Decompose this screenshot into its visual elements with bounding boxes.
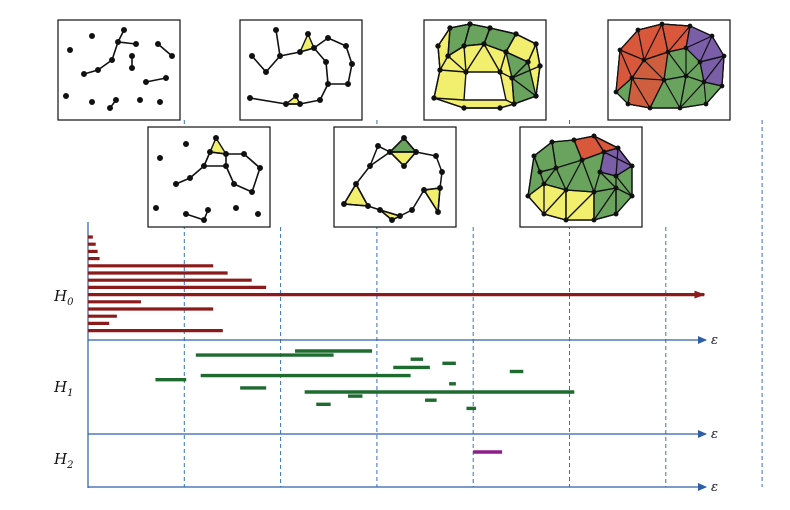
complex-with-loop-icon — [431, 21, 543, 111]
h1-label: H1 — [53, 378, 73, 399]
filtration-guide-lines — [183, 120, 763, 487]
graph-icon — [247, 26, 355, 108]
h0-axis-epsilon-label: ε — [711, 333, 718, 348]
snapshot-step-3 — [239, 19, 363, 121]
homology-labels: H0 H1 H2 — [53, 287, 74, 471]
snapshot-step-6 — [519, 126, 643, 228]
h1-axis-epsilon-label: ε — [711, 427, 718, 442]
h2-label: H2 — [53, 450, 73, 471]
barcode-axes: ε ε ε — [87, 222, 718, 495]
graph-with-triangles-icon — [341, 135, 445, 223]
snapshot-step-4 — [333, 126, 457, 228]
snapshot-step-7 — [607, 19, 731, 121]
sparse-graph-icon — [153, 135, 263, 224]
h2-axis-epsilon-label: ε — [711, 480, 718, 495]
dense-complex-icon — [525, 133, 635, 223]
snapshot-step-2 — [147, 126, 271, 228]
h0-barcode — [88, 235, 706, 333]
h1-barcode — [155, 349, 575, 411]
h0-label: H0 — [53, 287, 74, 308]
point-cloud-icon — [62, 26, 176, 112]
snapshot-step-1 — [57, 19, 181, 121]
filled-complex-icon — [613, 21, 727, 111]
filtration-snapshots — [57, 19, 731, 228]
snapshot-step-5 — [423, 19, 547, 121]
